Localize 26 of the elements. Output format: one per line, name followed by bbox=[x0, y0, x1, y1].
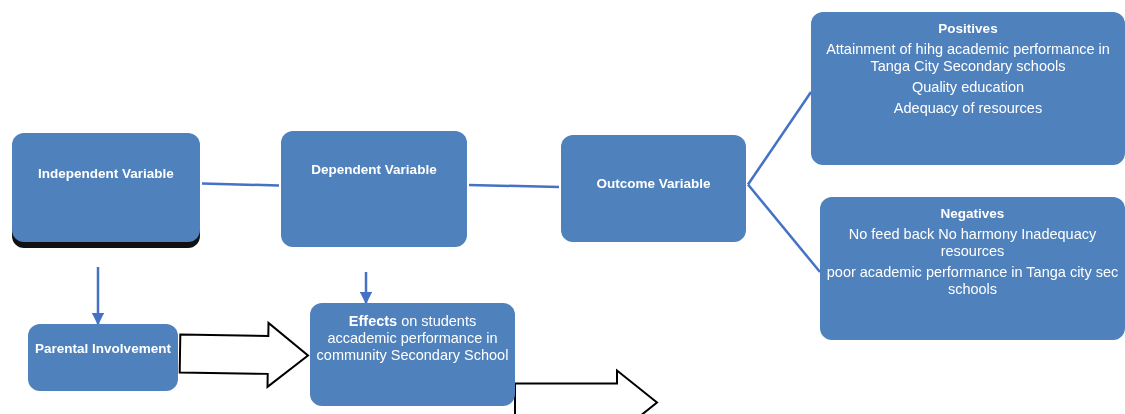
arrow bbox=[359, 272, 373, 305]
box-heading: Negatives bbox=[940, 205, 1005, 222]
block-arrow bbox=[514, 368, 659, 414]
variable-box bbox=[281, 131, 467, 247]
list-item: Attainment of hihg academic performance in Tanga City Secondary schools bbox=[825, 41, 1111, 75]
list-item: No feed back No harmony Inadequacy resources bbox=[847, 226, 1098, 260]
connector-line bbox=[747, 183, 821, 273]
box-heading: Positives bbox=[938, 20, 998, 37]
box-text: Effects on students accademic performance in community Secondary School bbox=[316, 313, 509, 364]
variable-box bbox=[811, 12, 1125, 165]
list-item: Quality education bbox=[911, 79, 1024, 96]
variable-box bbox=[561, 135, 746, 242]
box-heading: Outcome Variable bbox=[596, 175, 711, 192]
block-arrow bbox=[178, 320, 310, 389]
connector-line bbox=[468, 183, 560, 189]
list-item: poor academic performance in Tanga city sec schools bbox=[826, 264, 1119, 298]
box-heading: Independent Variable bbox=[38, 165, 174, 182]
arrow bbox=[91, 267, 105, 326]
variable-box bbox=[310, 303, 515, 406]
list-item: Adequacy of resources bbox=[893, 100, 1043, 117]
variable-box bbox=[28, 324, 178, 391]
variable-box bbox=[820, 197, 1125, 340]
box-heading: Parental Involvement bbox=[35, 340, 171, 357]
box-heading: Dependent Variable bbox=[311, 161, 437, 178]
connector-line bbox=[746, 91, 813, 186]
connector-line bbox=[201, 182, 280, 187]
